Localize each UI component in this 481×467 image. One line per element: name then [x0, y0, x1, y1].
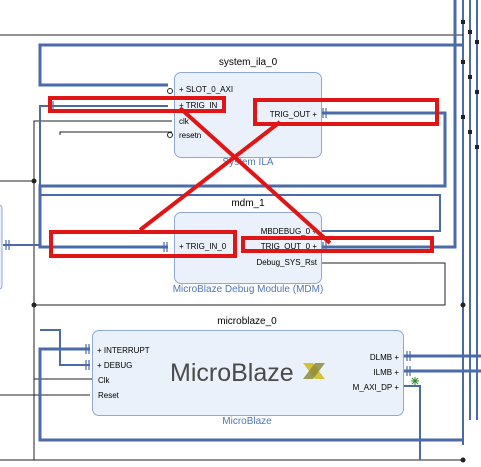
ila-pin-trig-out[interactable]: TRIG_OUT +: [269, 110, 317, 119]
junction-dot: [460, 302, 466, 308]
mdm-caption: MicroBlaze Debug Module (MDM): [172, 284, 324, 295]
mb-pin-ilmb[interactable]: ILMB +: [373, 368, 399, 377]
net-resetn[interactable]: [59, 131, 172, 135]
mb-pin-interrupt[interactable]: + INTERRUPT: [97, 346, 150, 355]
plus-icon: +: [97, 346, 102, 355]
net-ila-trig-out[interactable]: [38, 111, 447, 249]
microblaze-instance-name: microblaze_0: [217, 316, 277, 327]
net-sys-rst[interactable]: [34, 262, 446, 306]
microblaze-logo-text: MicroBlaze: [170, 359, 294, 387]
mdm-instance-name: mdm_1: [231, 198, 265, 209]
left-offscreen-block[interactable]: [0, 204, 3, 290]
plus-icon: +: [179, 85, 184, 94]
highlight-mdm-trig-in: [49, 230, 237, 258]
ila-caption: System ILA: [222, 157, 274, 168]
ila-pin-trig-in[interactable]: + TRIG_IN: [179, 101, 218, 110]
right-bus-ticks: [461, 20, 479, 149]
mdm-block[interactable]: + TRIG_IN_0 MBDEBUG_0 + TRIG_OUT_0 + Deb…: [174, 212, 322, 284]
net-top-bus[interactable]: [38, 43, 463, 87]
microblaze-logo-mark-icon: [303, 363, 325, 379]
mb-pin-dlmb[interactable]: DLMB +: [369, 353, 399, 362]
net-interrupt[interactable]: [38, 347, 463, 442]
mb-pin-reset[interactable]: Reset: [98, 391, 119, 400]
ila-block[interactable]: + SLOT_0_AXI + TRIG_IN clk resetn TRIG_O…: [174, 72, 322, 158]
mb-pin-m-axi-dp[interactable]: M_AXI_DP +: [352, 383, 399, 392]
interface-port-icon[interactable]: [411, 377, 419, 385]
plus-icon: +: [179, 101, 184, 110]
net-clk[interactable]: [33, 120, 172, 460]
plus-icon: +: [312, 110, 317, 119]
junction-dot: [31, 302, 37, 308]
ila-pin-slot0axi[interactable]: + SLOT_0_AXI: [179, 85, 234, 94]
microblaze-block[interactable]: + INTERRUPT + DEBUG Clk Reset DLMB + ILM…: [92, 330, 404, 416]
net-mdm-trig-out[interactable]: [322, 0, 457, 249]
mdm-pin-trig-out-0[interactable]: TRIG_OUT_0 +: [260, 242, 317, 251]
plus-icon: +: [394, 383, 399, 392]
junction-dot: [31, 178, 37, 184]
plus-icon: +: [394, 353, 399, 362]
mb-pin-debug[interactable]: + DEBUG: [97, 361, 133, 370]
ila-pin-resetn[interactable]: resetn: [179, 131, 202, 140]
highlight-ila-trig-in: [48, 96, 226, 113]
mdm-pin-debug-sys-rst[interactable]: Debug_SYS_Rst: [256, 258, 317, 267]
plus-icon: +: [394, 368, 399, 377]
plus-icon: +: [97, 361, 102, 370]
microblaze-caption: MicroBlaze: [222, 416, 272, 427]
net-mbdebug[interactable]: [39, 105, 441, 232]
net-axi-dp[interactable]: [404, 385, 421, 460]
plus-icon: +: [179, 242, 184, 251]
plus-icon: +: [312, 242, 317, 251]
mdm-pin-trig-in-0[interactable]: + TRIG_IN_0: [179, 242, 227, 251]
highlight-ila-trig-out: [253, 98, 439, 126]
ila-pin-clk[interactable]: clk: [179, 117, 189, 126]
highlight-mdm-trig-out: [241, 236, 434, 253]
ila-instance-name: system_ila_0: [218, 57, 278, 68]
mb-pin-clk[interactable]: Clk: [98, 376, 110, 385]
junction-dot: [460, 457, 466, 463]
